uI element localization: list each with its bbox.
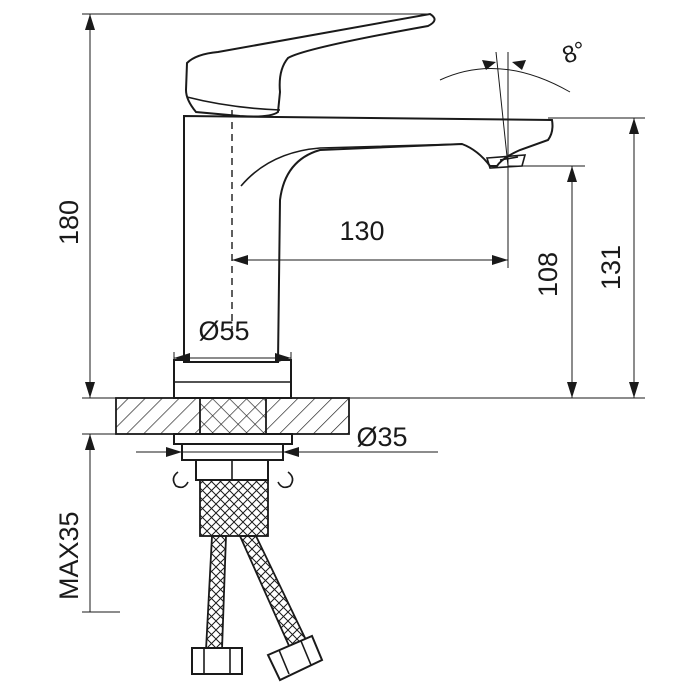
spout-height-label: 108: [533, 252, 563, 297]
extension-lines: [82, 13, 645, 613]
thread-diameter-label: Ø35: [356, 422, 407, 452]
spout-reach-label: 130: [339, 216, 384, 246]
faucet-base: [173, 359, 292, 399]
supply-hoses: [191, 479, 324, 682]
base-diameter-label: Ø55: [198, 316, 249, 346]
swivel-angle-label: 8°: [559, 36, 590, 69]
faucet-body: [183, 114, 554, 363]
outlet-height-label: 131: [596, 245, 626, 290]
lever-handle: [184, 12, 436, 118]
total-height-label: 180: [54, 200, 84, 245]
deck-section: [115, 397, 350, 435]
max-deck-label: MAX35: [54, 511, 84, 600]
dimension-lines: [85, 14, 639, 612]
